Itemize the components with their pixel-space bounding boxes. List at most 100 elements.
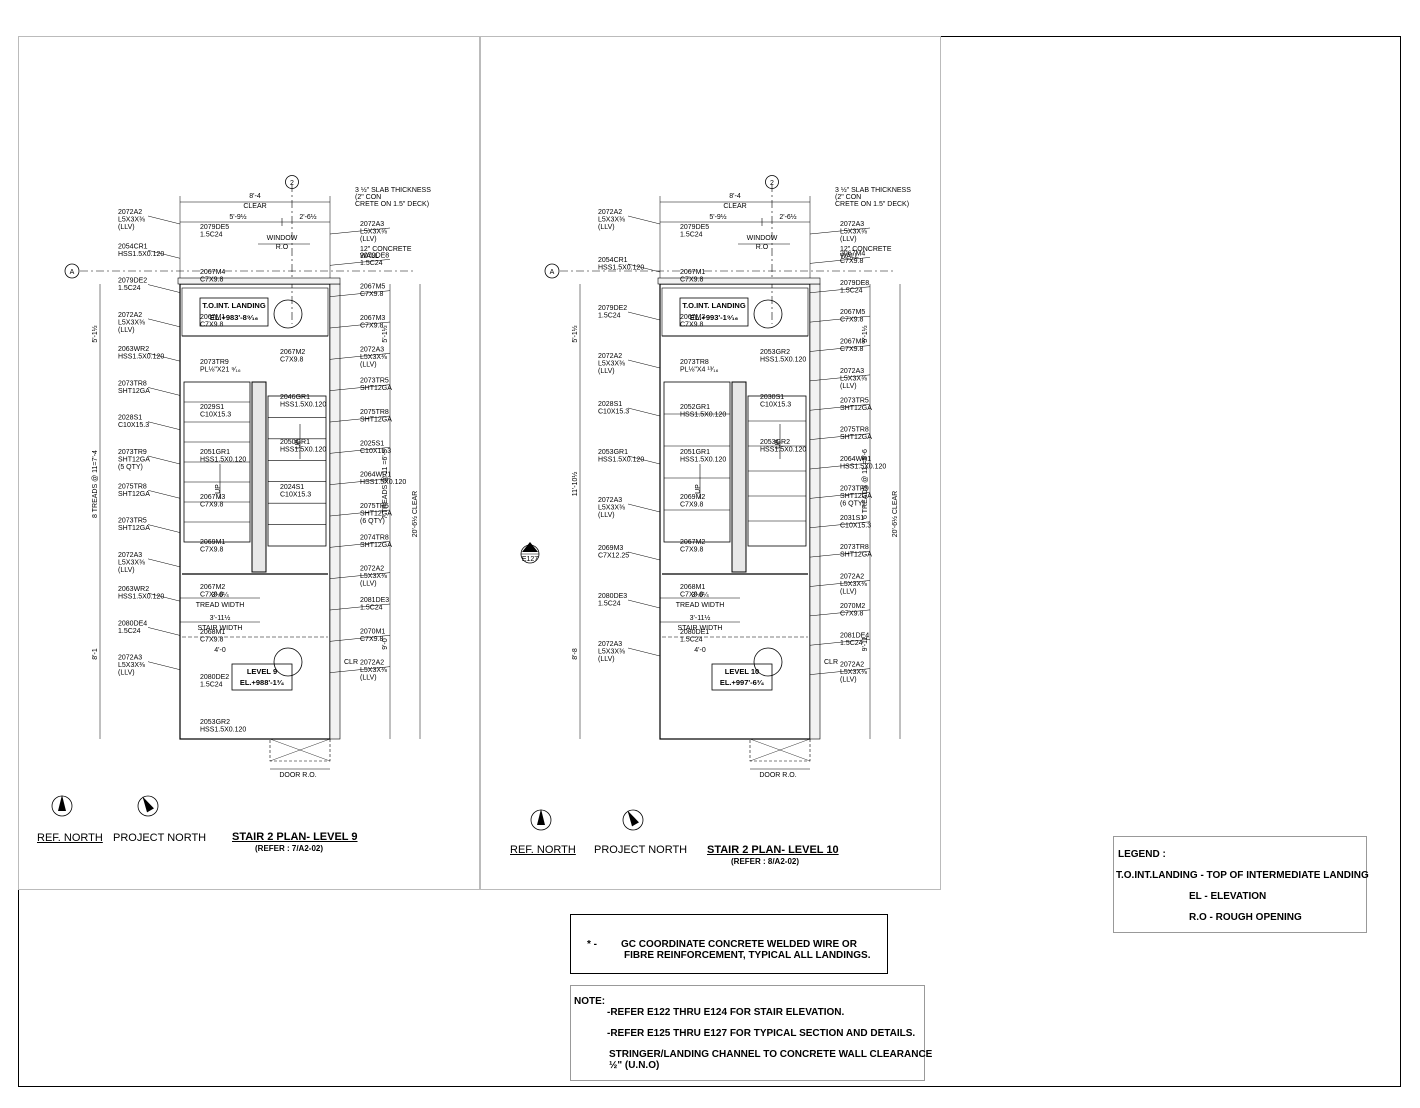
ref-north-icon	[58, 795, 66, 811]
dim-top: 5'-1½	[861, 325, 869, 342]
member-callout-right: 1.5C24	[360, 605, 383, 612]
member-callout-left: 1.5C24	[118, 285, 141, 292]
leader-line	[329, 227, 391, 235]
landing-tag-label: T.O.INT. LANDING	[202, 301, 265, 310]
gc-note-line-2: FIBRE REINFORCEMENT, TYPICAL ALL LANDING…	[624, 950, 871, 961]
member-callout-left: L5X3X⅜	[598, 217, 625, 224]
leader-line	[627, 503, 661, 513]
slab-symbol	[273, 647, 303, 677]
stair-width-label: STAIR WIDTH	[678, 625, 723, 632]
plan-panel-level-9	[18, 36, 480, 890]
member-callout-left: 2072A3	[118, 655, 142, 662]
leader-line	[147, 661, 181, 670]
member-callout-left: 1.5C24	[118, 628, 141, 635]
dimension-4-0: 4'-0	[214, 647, 226, 654]
member-callout-left: HSS1.5X0.120	[118, 594, 164, 601]
member-callout-mid: HSS1.5X0.120	[680, 457, 726, 464]
leader-line	[809, 374, 871, 382]
member-callout-right: (6 QTY)	[840, 500, 865, 507]
ref-north-label-2: REF. NORTH	[510, 844, 576, 856]
member-callout-right: 2074TR8	[360, 534, 389, 541]
member-callout-left: (LLV)	[598, 368, 615, 375]
member-callout-mid: C7X9.8	[680, 592, 703, 599]
member-callout-right: 2072A3	[840, 221, 864, 228]
member-callout-left: C7X12.25	[598, 553, 629, 560]
level-tag-label: LEVEL 10	[725, 667, 759, 676]
member-callout-left: (LLV)	[118, 327, 135, 334]
member-callout-left: 2072A2	[598, 209, 622, 216]
member-callout-right: L5X3X⅜	[840, 669, 867, 676]
member-callout-mid: HSS1.5X0.120	[280, 402, 326, 409]
member-callout-left: 2028S1	[118, 415, 142, 422]
member-callout-mid: 2052GR1	[680, 404, 710, 411]
leader-line	[329, 353, 391, 360]
up-arrow-label-right: UP	[295, 439, 302, 449]
member-callout-left: L5X3X⅜	[598, 505, 625, 512]
member-callout-right: 2067M4	[840, 250, 865, 257]
door-hatch	[269, 738, 331, 762]
dim-bottom: 9'-0	[382, 638, 389, 650]
leader-line	[147, 558, 181, 568]
member-callout-right: 2072A3	[840, 368, 864, 375]
member-callout-left: SHT12GA	[118, 388, 150, 395]
leader-line	[809, 609, 871, 617]
member-callout-right: 2073TR8	[840, 544, 869, 551]
dimension-a: 5'-9½	[709, 213, 726, 221]
member-callout-left: HSS1.5X0.120	[598, 457, 644, 464]
member-callout-right: 2070M1	[360, 628, 385, 635]
member-callout-mid: 2053GR2	[760, 439, 790, 446]
tread-width-label: TREAD WIDTH	[196, 602, 245, 609]
member-callout-right: (LLV)	[360, 236, 377, 243]
member-callout-left: (LLV)	[118, 567, 135, 574]
member-callout-right: 2072A3	[360, 346, 384, 353]
leader-line	[809, 315, 871, 323]
member-callout-mid: 2067M4	[200, 269, 225, 276]
member-callout-right: 2064WR1	[840, 456, 871, 463]
member-callout-mid: C7X9.8	[200, 502, 223, 509]
member-callout-left: 1.5C24	[598, 313, 621, 320]
member-callout-right: L5X3X⅜	[360, 354, 387, 361]
member-callout-left: L5X3X⅜	[118, 662, 145, 669]
member-callout-mid: 2067M2	[280, 349, 305, 356]
member-callout-left: L5X3X⅜	[118, 319, 145, 326]
member-callout-mid: 2068M1	[680, 584, 705, 591]
member-callout-right: 2031S1	[840, 515, 864, 522]
leader-line	[329, 290, 391, 297]
leader-line	[147, 490, 181, 499]
leader-line	[809, 521, 871, 528]
tread-width-dim: 3'-6¼	[211, 592, 228, 599]
member-callout-left: (5 QTY)	[118, 464, 143, 471]
member-callout-right: HSS1.5X0.120	[840, 464, 886, 471]
plan-title-2: STAIR 2 PLAN- LEVEL 10	[707, 844, 839, 856]
member-callout-right: (LLV)	[360, 675, 377, 682]
member-callout-left: (LLV)	[118, 670, 135, 677]
member-callout-left: HSS1.5X0.120	[118, 251, 164, 258]
level-tag-elevation: EL.+988'-1³⁄₄	[240, 678, 285, 687]
member-callout-mid: 2067M1	[200, 314, 225, 321]
door-opening	[749, 738, 811, 762]
member-callout-right: 2067M3	[360, 315, 385, 322]
member-callout-mid: 2051GR1	[200, 449, 230, 456]
member-callout-left: 2069M3	[598, 545, 623, 552]
member-callout-mid: 2067M3	[200, 494, 225, 501]
grid-bubble-a	[544, 263, 560, 279]
member-callout-left: 2072A2	[118, 209, 142, 216]
member-callout-mid: 2080DE2	[200, 674, 229, 681]
legend-line-2: EL - ELEVATION	[1189, 891, 1267, 902]
leader-line	[147, 421, 181, 430]
member-callout-mid: HSS1.5X0.120	[200, 727, 246, 734]
up-arrow-label-left: UP	[215, 484, 222, 494]
project-north-icon	[142, 796, 154, 813]
legend-line-3: R.O - ROUGH OPENING	[1189, 912, 1302, 923]
member-callout-right: C10X15.3	[360, 448, 391, 455]
member-callout-right: 2081DE4	[840, 632, 869, 639]
leader-line	[329, 603, 391, 611]
dim-bottom: 9'-11	[862, 636, 869, 651]
member-callout-right: (LLV)	[360, 581, 377, 588]
member-callout-left: L5X3X⅜	[118, 559, 145, 566]
slab-note: (2" CON	[835, 194, 861, 201]
member-callout-mid: 1.5C24	[680, 637, 703, 644]
leader-line	[147, 524, 181, 533]
leader-line	[329, 635, 391, 642]
